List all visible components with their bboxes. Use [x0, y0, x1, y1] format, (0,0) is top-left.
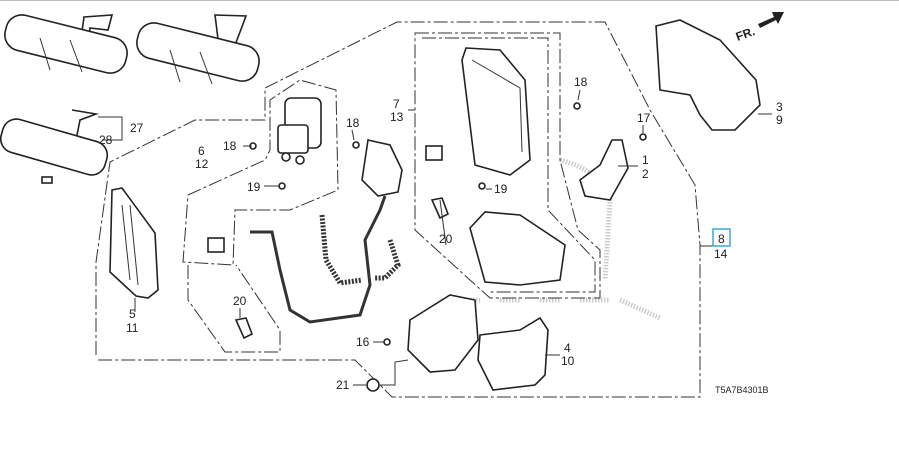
rearview-mirror-2	[136, 14, 260, 85]
callout-9[interactable]: 9	[776, 113, 783, 127]
callout-11[interactable]: 11	[126, 321, 139, 335]
callout-3[interactable]: 3	[776, 100, 783, 114]
callout-10[interactable]: 10	[561, 354, 575, 368]
group-boundary-inner7	[422, 37, 596, 293]
clip-20a	[234, 317, 254, 340]
rearview-mirror-1	[4, 14, 128, 74]
callout-17[interactable]: 17	[637, 111, 651, 125]
clip-20b	[430, 197, 450, 220]
callout-12[interactable]: 12	[195, 157, 209, 171]
turn-signal	[579, 139, 629, 201]
callout-18[interactable]: 18	[223, 139, 237, 153]
mirror-actuator	[277, 97, 322, 165]
mirror-base	[407, 294, 479, 373]
callout-21[interactable]: 21	[336, 378, 350, 392]
callout-7[interactable]: 7	[393, 97, 400, 111]
front-direction-indicator: FR.	[734, 12, 784, 44]
callout-27[interactable]: 27	[130, 121, 144, 135]
group-boundary-7	[414, 32, 601, 299]
callout-20[interactable]: 20	[233, 294, 247, 308]
callout-13[interactable]: 13	[390, 110, 404, 124]
callout-6[interactable]: 6	[198, 144, 205, 158]
callout-18[interactable]: 18	[346, 116, 360, 130]
callout-28[interactable]: 28	[99, 133, 113, 147]
callout-19[interactable]: 19	[247, 180, 261, 194]
leader-lines	[239, 89, 772, 386]
diagram-code: T5A7B4301B	[715, 385, 769, 395]
rearview-mirror-3	[0, 109, 109, 184]
fasteners	[249, 102, 647, 392]
callout-14[interactable]: 14	[714, 247, 728, 261]
lower-cover	[477, 316, 549, 391]
group-boundary-8	[95, 21, 701, 398]
svg-text:FR.: FR.	[734, 24, 757, 44]
callout-19[interactable]: 19	[494, 182, 508, 196]
mirror-housing	[461, 47, 531, 176]
selected-callout-highlight	[712, 228, 731, 247]
arrow-icon	[758, 12, 784, 28]
callout-8[interactable]: 8	[718, 232, 725, 246]
callout-5[interactable]: 5	[129, 307, 136, 321]
callout-20[interactable]: 20	[439, 232, 453, 246]
power-fold-unit	[361, 139, 403, 197]
callout-2[interactable]: 2	[642, 167, 649, 181]
base-cover	[469, 211, 566, 286]
group-boundary-6	[182, 79, 339, 266]
callout-4[interactable]: 4	[564, 341, 571, 355]
wiring-harness	[207, 145, 443, 324]
top-border	[0, 0, 899, 1]
skull-cap	[655, 19, 761, 131]
group-boundary-20	[187, 264, 281, 353]
callout-18[interactable]: 18	[574, 75, 588, 89]
callout-16[interactable]: 16	[356, 335, 370, 349]
mirror-glass	[109, 187, 159, 312]
callout-1[interactable]: 1	[642, 153, 649, 167]
